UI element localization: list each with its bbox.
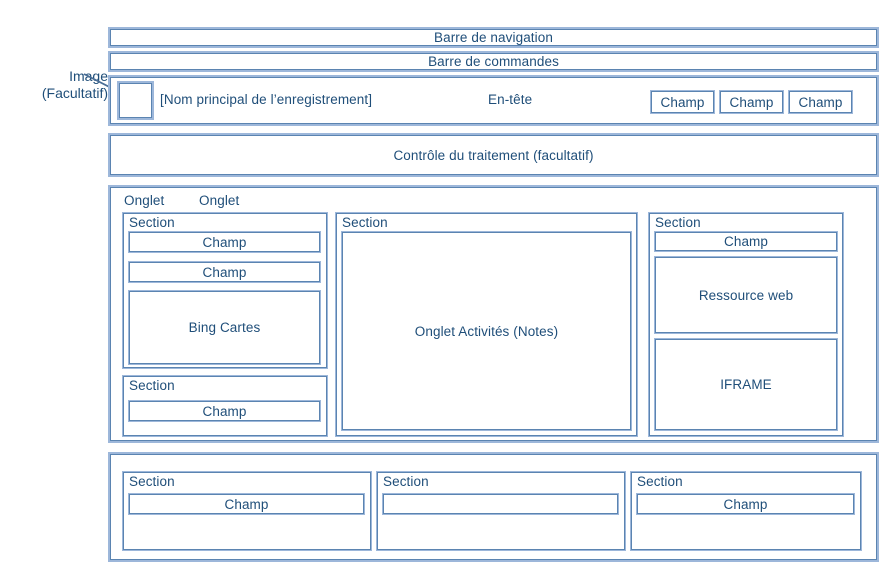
left-section-2-field-1[interactable]: Champ (128, 400, 321, 422)
header-field-1-label: Champ (660, 94, 705, 110)
activities-notes-control[interactable]: Onglet Activités (Notes) (341, 231, 632, 431)
bottom-section-1-title: Section (129, 474, 175, 489)
header-area-label: En-tête (488, 92, 533, 107)
right-section-field-1[interactable]: Champ (654, 231, 838, 252)
activities-notes-label: Onglet Activités (Notes) (414, 323, 559, 339)
record-name-label: [Nom principal de l’enregistrement] (160, 92, 373, 107)
command-bar[interactable]: Barre de commandes (108, 51, 879, 72)
right-section-field-1-label: Champ (723, 234, 769, 249)
bing-maps-control[interactable]: Bing Cartes (128, 290, 321, 365)
navigation-bar[interactable]: Barre de navigation (108, 27, 879, 48)
bing-maps-label: Bing Cartes (188, 320, 261, 335)
bottom-section-3-field-label: Champ (723, 496, 768, 512)
tab-1[interactable]: Onglet (124, 193, 165, 208)
image-annotation: Image (Facultatif) (8, 68, 108, 102)
left-section-2-title: Section (129, 378, 175, 393)
bottom-section-2-title: Section (383, 474, 429, 489)
web-resource-control[interactable]: Ressource web (654, 256, 838, 334)
header-field-3-label: Champ (798, 94, 843, 110)
left-section-2-field-1-label: Champ (202, 403, 247, 419)
header-field-3[interactable]: Champ (788, 90, 853, 114)
command-bar-label: Barre de commandes (428, 54, 559, 69)
process-control-label: Contrôle du traitement (facultatif) (393, 147, 594, 163)
bottom-section-2-field[interactable] (382, 493, 619, 515)
bottom-section-3-field[interactable]: Champ (636, 493, 855, 515)
iframe-control[interactable]: IFRAME (654, 338, 838, 431)
record-image-placeholder[interactable] (117, 81, 154, 120)
navigation-bar-label: Barre de navigation (434, 30, 553, 45)
header-field-1[interactable]: Champ (650, 90, 715, 114)
tab-2[interactable]: Onglet (199, 193, 240, 208)
bottom-section-1-field-label: Champ (224, 496, 269, 512)
image-annotation-line2: (Facultatif) (41, 85, 108, 101)
iframe-label: IFRAME (720, 377, 772, 392)
left-section-1-field-2[interactable]: Champ (128, 261, 321, 283)
header-field-2-label: Champ (729, 94, 774, 110)
process-control-bar[interactable]: Contrôle du traitement (facultatif) (108, 133, 879, 177)
bottom-section-3-title: Section (637, 474, 683, 489)
bottom-section-1-field[interactable]: Champ (128, 493, 365, 515)
web-resource-label: Ressource web (698, 287, 794, 303)
left-section-1-title: Section (129, 215, 175, 230)
header-field-2[interactable]: Champ (719, 90, 784, 114)
image-annotation-line1: Image (69, 68, 108, 84)
center-section-title: Section (342, 215, 388, 230)
right-section-title: Section (655, 215, 701, 230)
left-section-1-field-1[interactable]: Champ (128, 231, 321, 253)
left-section-1-field-2-label: Champ (202, 264, 247, 280)
left-section-1-field-1-label: Champ (202, 234, 247, 250)
